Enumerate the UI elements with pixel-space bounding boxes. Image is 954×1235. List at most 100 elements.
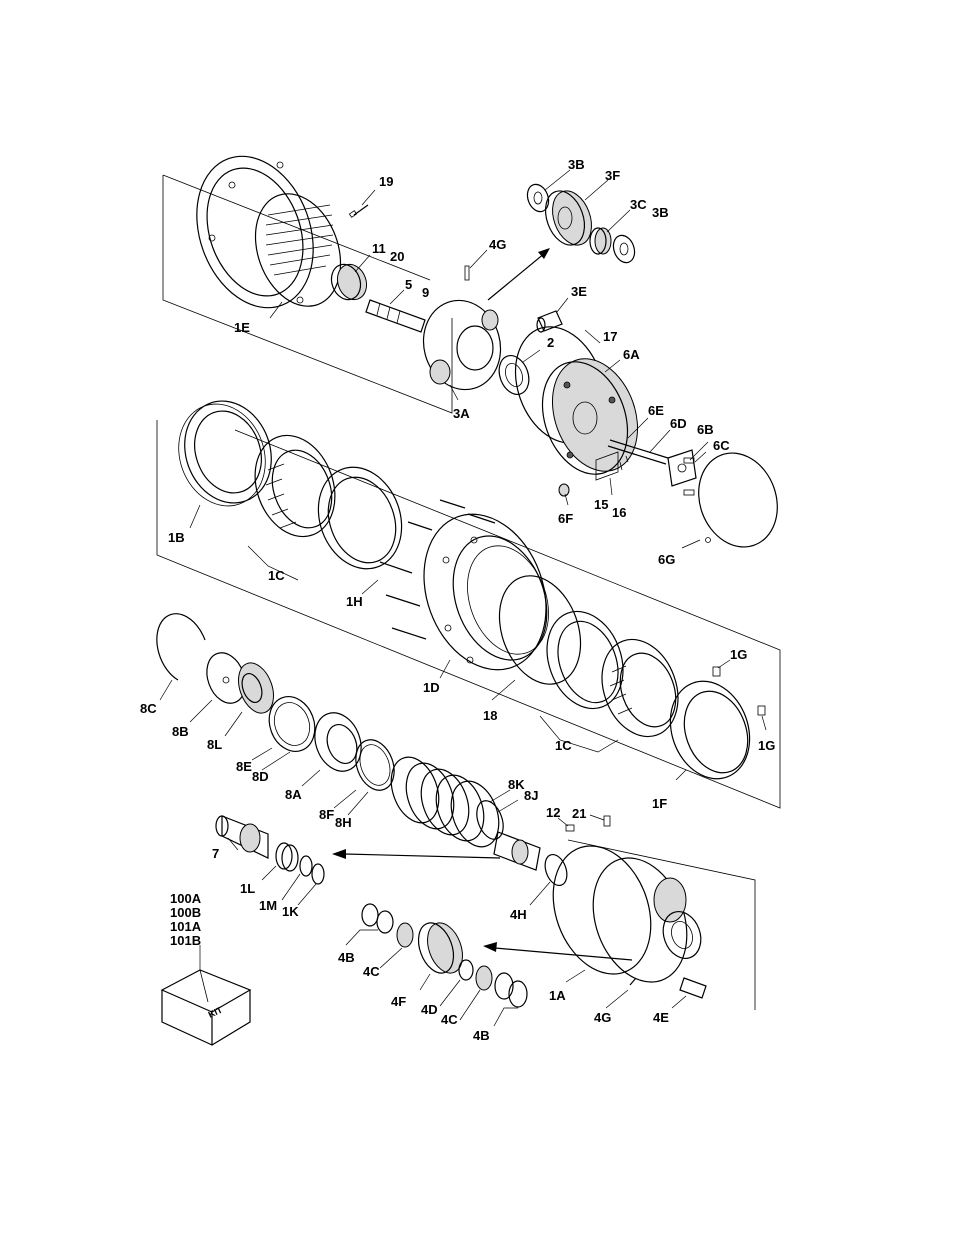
plug-6f [559, 484, 569, 496]
callout-1h: 1H [346, 594, 363, 609]
washer-4b-right [495, 973, 527, 1007]
callout-1k: 1K [282, 904, 299, 919]
callout-15: 15 [594, 497, 608, 512]
callout-2: 2 [547, 335, 554, 350]
callout-1b: 1B [168, 530, 185, 545]
callout-1c-top: 1C [268, 568, 285, 583]
callout-4f: 4F [391, 994, 406, 1009]
bearing-3c [590, 228, 611, 254]
callout-3b-right: 3B [652, 205, 669, 220]
piston-8a [307, 706, 369, 777]
frame-middle [157, 420, 780, 808]
callout-3e: 3E [571, 284, 587, 299]
callout-4d: 4D [421, 1002, 438, 1017]
assembly-arrow-left [332, 849, 500, 859]
callout-17: 17 [603, 329, 617, 344]
bearing-4c-right [476, 966, 492, 990]
gear-4f [412, 918, 469, 978]
callout-8f: 8F [319, 807, 334, 822]
callout-8l: 8L [207, 737, 222, 752]
callout-6b: 6B [697, 422, 714, 437]
callout-4c-right: 4C [441, 1012, 458, 1027]
washer-4b-left [362, 904, 393, 933]
gear-11 [327, 260, 372, 303]
callout-3c: 3C [630, 197, 647, 212]
callout-1c-bottom: 1C [555, 738, 572, 753]
bearing-8l [232, 658, 280, 718]
callout-8d: 8D [252, 769, 269, 784]
kit-label-100a: 100A [170, 891, 202, 906]
callout-4g-top: 4G [489, 237, 506, 252]
cover-6a [528, 347, 653, 486]
kit-label-100b: 100B [170, 905, 201, 920]
callout-8k: 8K [508, 777, 525, 792]
callout-6c: 6C [713, 438, 730, 453]
washer-3b-right [610, 232, 638, 265]
callout-12: 12 [546, 805, 560, 820]
callout-1g-top: 1G [730, 647, 747, 662]
oring-18 [485, 564, 595, 695]
bearing-4c-left [397, 923, 413, 947]
bushing-3e [537, 311, 562, 332]
housing-1e [177, 140, 356, 324]
callout-6e: 6E [648, 403, 664, 418]
pin-4g-bottom [630, 978, 636, 985]
spindle-1a [536, 832, 707, 995]
callout-5: 5 [405, 277, 412, 292]
bolt-19 [349, 205, 368, 217]
callout-8c: 8C [140, 701, 157, 716]
plug-21 [604, 816, 610, 826]
callout-1g-right: 1G [758, 738, 775, 753]
callout-8e: 8E [236, 759, 252, 774]
spring-1l [276, 843, 298, 871]
kit-label-101a: 101A [170, 919, 202, 934]
hub-1d [403, 497, 567, 687]
callout-8j: 8J [524, 788, 538, 803]
callout-3b-top: 3B [568, 157, 585, 172]
callout-16: 16 [612, 505, 626, 520]
spindle-nut-1f [657, 670, 763, 790]
disc-pack-8j [383, 751, 508, 854]
callout-4e: 4E [653, 1010, 669, 1025]
callout-1d: 1D [423, 680, 440, 695]
bearing-cone-1c-top [242, 424, 349, 548]
callout-1a: 1A [549, 988, 566, 1003]
callout-4g-bottom: 4G [594, 1010, 611, 1025]
callout-4b-right: 4B [473, 1028, 490, 1043]
screw-12 [566, 825, 574, 831]
callout-21: 21 [572, 806, 586, 821]
seal-1b [165, 389, 286, 518]
callout-4b-left: 4B [338, 950, 355, 965]
callout-19: 19 [379, 174, 393, 189]
callout-8h: 8H [335, 815, 352, 830]
kit-box-icon [162, 945, 250, 1045]
washer-1m [300, 856, 312, 876]
callout-3f: 3F [605, 168, 620, 183]
shaft-5-9 [366, 300, 425, 332]
callout-4c-left: 4C [363, 964, 380, 979]
setscrew-1g [713, 667, 765, 715]
callout-6a: 6A [623, 347, 640, 362]
studs-1h [380, 500, 495, 639]
washer-4d [459, 960, 473, 980]
callout-1f: 1F [652, 796, 667, 811]
shaft-4h [494, 832, 540, 870]
snap-ring-1k [312, 864, 324, 884]
bearing-cup-1c-top [305, 455, 416, 580]
callout-8a: 8A [285, 787, 302, 802]
callout-1l: 1L [240, 881, 255, 896]
kit-label-101b: 101B [170, 933, 201, 948]
callout-11: 11 [372, 241, 386, 256]
callout-6g: 6G [658, 552, 675, 567]
callout-8b: 8B [172, 724, 189, 739]
planet-carrier-3a [414, 292, 511, 399]
input-shaft-7 [216, 816, 268, 858]
snap-ring-6g [686, 442, 790, 558]
bearing-cup-1c-bottom [534, 601, 636, 720]
callout-7: 7 [212, 846, 219, 861]
bearing-cone-1c-bottom [589, 629, 691, 748]
callout-3a: 3A [453, 406, 470, 421]
callout-18: 18 [483, 708, 497, 723]
bolt-6c [684, 458, 694, 495]
